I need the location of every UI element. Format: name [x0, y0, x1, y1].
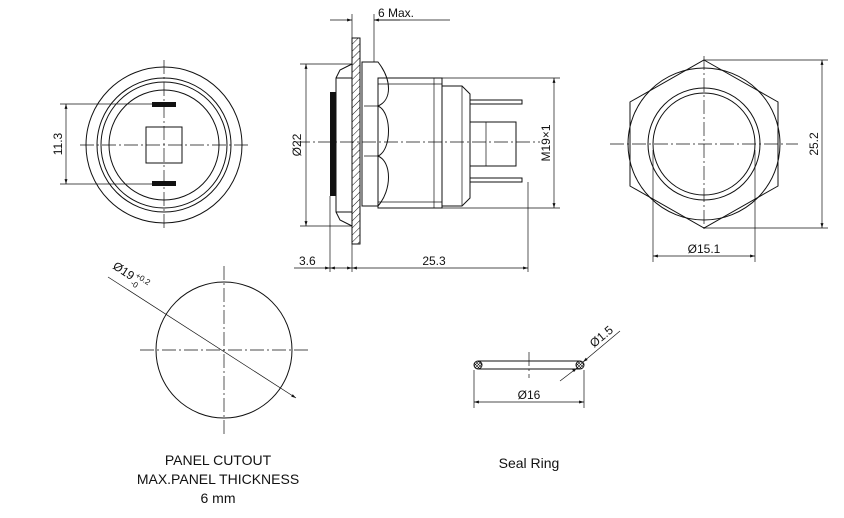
dim-d22: Ø22 [290, 133, 304, 156]
side-view: 6 Max. Ø22 M19×1 3.6 25.3 [290, 6, 560, 272]
dim-11-3: 11.3 [51, 132, 65, 155]
caption-panel-cutout-2: MAX.PANEL THICKNESS [137, 471, 299, 487]
panel-cutout: Ø19 +0.2 -0 PANEL CUTOUT MAX.PANEL THICK… [107, 259, 308, 506]
dim-25-2: 25.2 [807, 132, 821, 156]
dim-6-max: 6 Max. [378, 6, 414, 20]
dim-3-6: 3.6 [299, 254, 316, 268]
dim-d15-1: Ø15.1 [688, 242, 721, 256]
dim-d16: Ø16 [518, 388, 541, 402]
rear-view: 25.2 Ø15.1 [610, 56, 828, 262]
caption-panel-cutout-3: 6 mm [201, 490, 236, 506]
dim-d19-label: Ø19 +0.2 -0 [110, 259, 152, 291]
dim-d19-tol-lower: -0 [129, 279, 140, 291]
front-view: 11.3 [51, 60, 250, 230]
dim-25-3: 25.3 [422, 254, 446, 268]
seal-ring: Ø1.5 Ø16 Seal Ring [473, 323, 621, 471]
dim-m19x1: M19×1 [539, 124, 553, 161]
caption-panel-cutout-1: PANEL CUTOUT [165, 452, 272, 468]
caption-seal-ring: Seal Ring [499, 455, 560, 471]
